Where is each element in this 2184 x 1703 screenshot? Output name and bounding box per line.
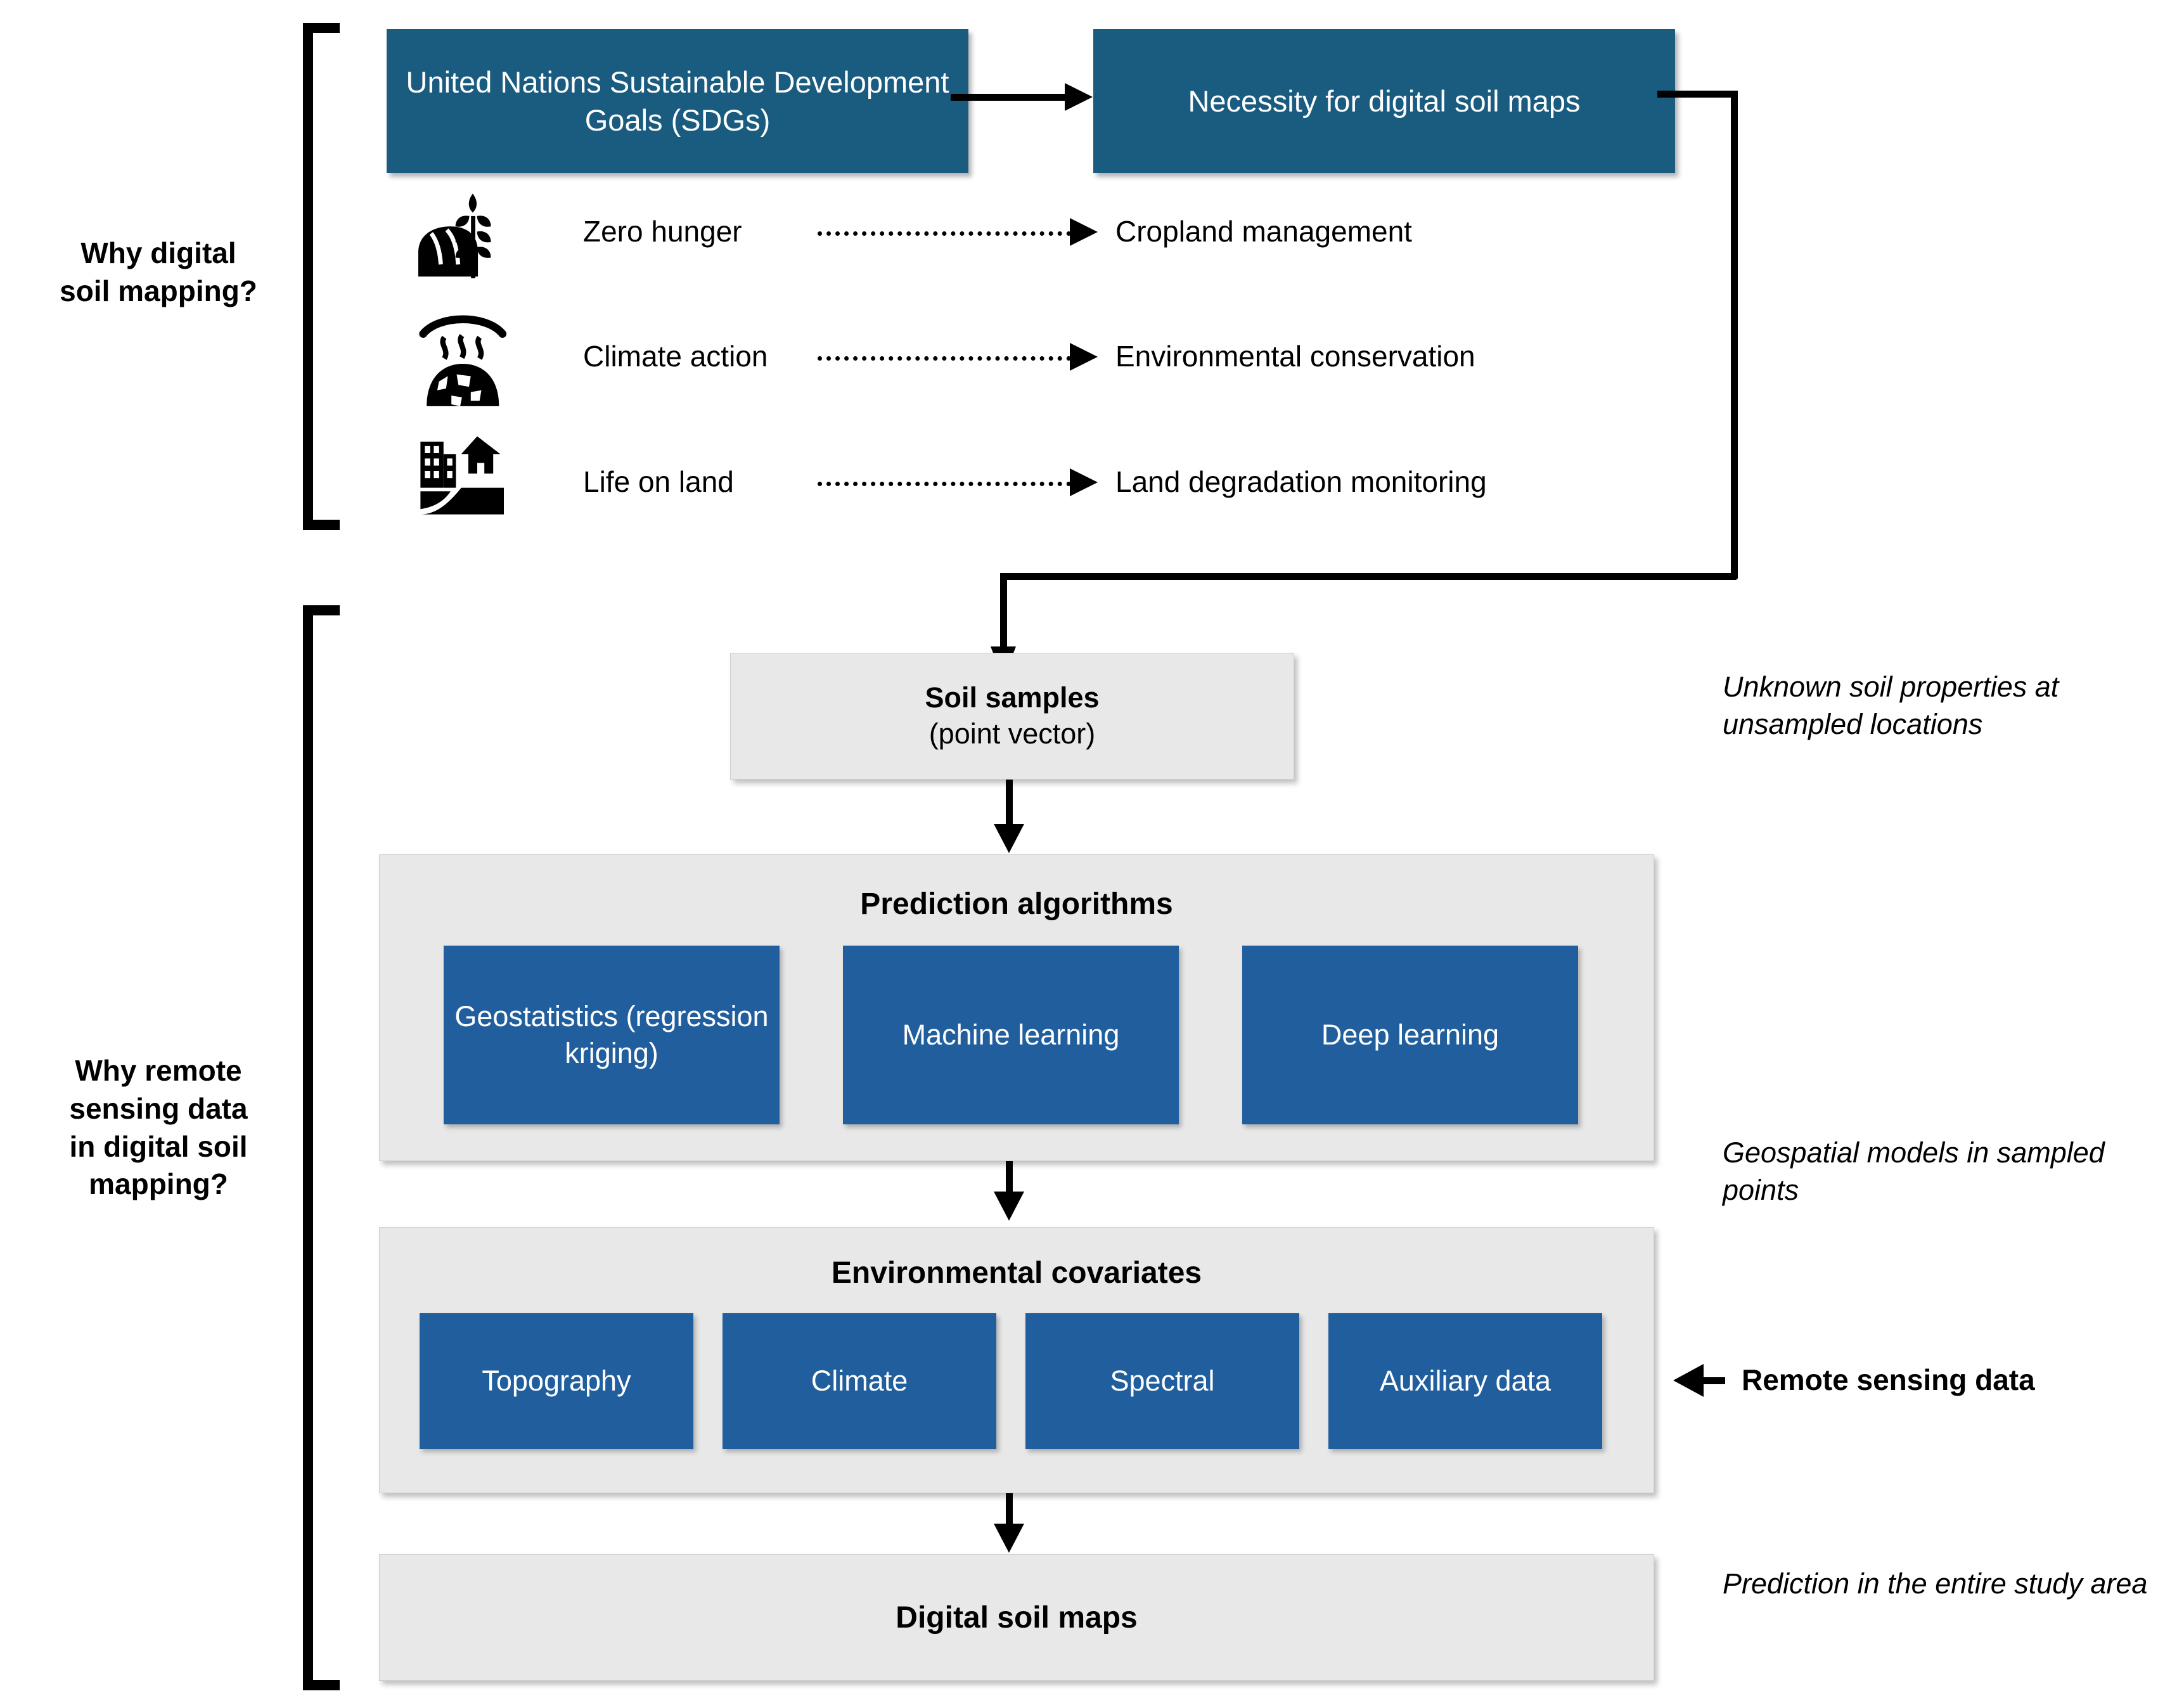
box-geostatistics-regression-kriging[interactable]: Geostatistics (regression kriging) xyxy=(444,946,780,1124)
arrowhead-life-on-land xyxy=(1070,468,1098,496)
box-soil-samples-text: Soil samples (point vector) xyxy=(731,680,1294,752)
box-climate[interactable]: Climate xyxy=(723,1313,996,1449)
connector-covariates-to-output xyxy=(1006,1493,1013,1533)
connector-elbow-horizontal xyxy=(1000,573,1737,580)
section-label2-line-1: Why remote xyxy=(75,1054,242,1087)
box-soil-samples-subtitle: (point vector) xyxy=(928,717,1096,750)
arrowhead-remote-sensing-data xyxy=(1673,1364,1704,1397)
sdg-target-cropland-management: Cropland management xyxy=(1115,215,1412,248)
bread-wheat-icon xyxy=(412,190,520,285)
arrowhead-covariates-to-output xyxy=(994,1524,1024,1553)
connector-elbow-top xyxy=(1657,91,1737,98)
sdg-target-land-degradation-monitoring: Land degradation monitoring xyxy=(1115,465,1487,498)
sdg-goal-label-climate-action: Climate action xyxy=(583,340,768,373)
note-remote-sensing-data-text: Remote sensing data xyxy=(1742,1363,2035,1396)
sdg-goal-label-life-on-land: Life on land xyxy=(583,465,734,498)
box-un-sdgs[interactable]: United Nations Sustainable Development G… xyxy=(387,29,968,173)
dotted-connector-climate-action xyxy=(818,356,1071,361)
arrowhead-climate-action xyxy=(1070,343,1098,371)
note-geospatial-models-text: Geospatial models in sampled points xyxy=(1723,1136,2105,1206)
box-soil-samples[interactable]: Soil samples (point vector) xyxy=(730,653,1294,780)
arrowhead-soil-to-prediction xyxy=(994,824,1024,853)
box-topography[interactable]: Topography xyxy=(420,1313,693,1449)
building-house-hill-icon xyxy=(415,431,526,520)
section-label2-line-2: sensing data xyxy=(69,1091,248,1125)
box-un-sdgs-label: United Nations Sustainable Development G… xyxy=(406,65,949,137)
note-soil-samples-text: Unknown soil properties at unsampled loc… xyxy=(1723,671,2059,740)
note-soil-samples: Unknown soil properties at unsampled loc… xyxy=(1723,669,2184,743)
panel-prediction-algorithms-title: Prediction algorithms xyxy=(860,887,1173,921)
panel-environmental-covariates-title: Environmental covariates xyxy=(831,1256,1202,1290)
section-label-why-digital-soil-mapping: Why digital soil mapping? xyxy=(32,235,285,311)
box-necessity-digital-soil-maps[interactable]: Necessity for digital soil maps xyxy=(1093,29,1675,173)
connector-prediction-to-covariates xyxy=(1006,1161,1013,1200)
dotted-connector-zero-hunger xyxy=(818,231,1071,236)
section-label-line-2: soil mapping? xyxy=(60,274,257,307)
bracket-why-remote-sensing xyxy=(303,605,340,1690)
globe-heat-icon xyxy=(415,307,523,409)
section-label-line-1: Why digital xyxy=(80,236,236,269)
box-climate-label: Climate xyxy=(811,1365,908,1398)
note-prediction-entire-study-area: Prediction in the entire study area xyxy=(1723,1565,2166,1603)
sdg-target-environmental-conservation: Environmental conservation xyxy=(1115,340,1475,373)
box-spectral-label: Spectral xyxy=(1110,1365,1215,1398)
bracket-why-digital-soil-mapping xyxy=(303,23,340,530)
box-deep-learning-label: Deep learning xyxy=(1321,1019,1500,1051)
connector-elbow-right-vertical xyxy=(1731,91,1738,579)
box-geostatistics-label: Geostatistics (regression kriging) xyxy=(454,1000,769,1069)
connector-sdgs-to-necessity xyxy=(951,94,1068,101)
box-auxiliary-data-label: Auxiliary data xyxy=(1379,1365,1551,1398)
section-label-why-remote-sensing: Why remote sensing data in digital soil … xyxy=(25,1052,292,1204)
arrowhead-zero-hunger xyxy=(1070,218,1098,246)
panel-digital-soil-maps-title: Digital soil maps xyxy=(896,1601,1138,1635)
box-spectral[interactable]: Spectral xyxy=(1025,1313,1299,1449)
note-geospatial-models: Geospatial models in sampled points xyxy=(1723,1134,2166,1209)
note-prediction-entire-study-area-text: Prediction in the entire study area xyxy=(1723,1567,2148,1600)
arrowhead-prediction-to-covariates xyxy=(994,1192,1024,1221)
connector-elbow-left-vertical xyxy=(1000,573,1007,653)
sdg-goal-label-zero-hunger: Zero hunger xyxy=(583,215,742,248)
connector-remote-sensing-data xyxy=(1702,1377,1725,1384)
box-auxiliary-data[interactable]: Auxiliary data xyxy=(1328,1313,1602,1449)
box-machine-learning-label: Machine learning xyxy=(902,1019,1120,1051)
box-soil-samples-title: Soil samples xyxy=(925,681,1100,714)
note-remote-sensing-data: Remote sensing data xyxy=(1742,1363,2035,1397)
box-deep-learning[interactable]: Deep learning xyxy=(1242,946,1578,1124)
box-necessity-label: Necessity for digital soil maps xyxy=(1188,84,1581,118)
panel-digital-soil-maps[interactable]: Digital soil maps xyxy=(379,1554,1654,1681)
box-topography-label: Topography xyxy=(482,1365,631,1398)
arrowhead-sdgs-to-necessity xyxy=(1065,83,1093,111)
section-label2-line-4: mapping? xyxy=(89,1167,228,1201)
connector-soil-to-prediction xyxy=(1006,780,1013,837)
dotted-connector-life-on-land xyxy=(818,482,1071,486)
box-machine-learning[interactable]: Machine learning xyxy=(843,946,1179,1124)
section-label2-line-3: in digital soil xyxy=(69,1129,248,1163)
